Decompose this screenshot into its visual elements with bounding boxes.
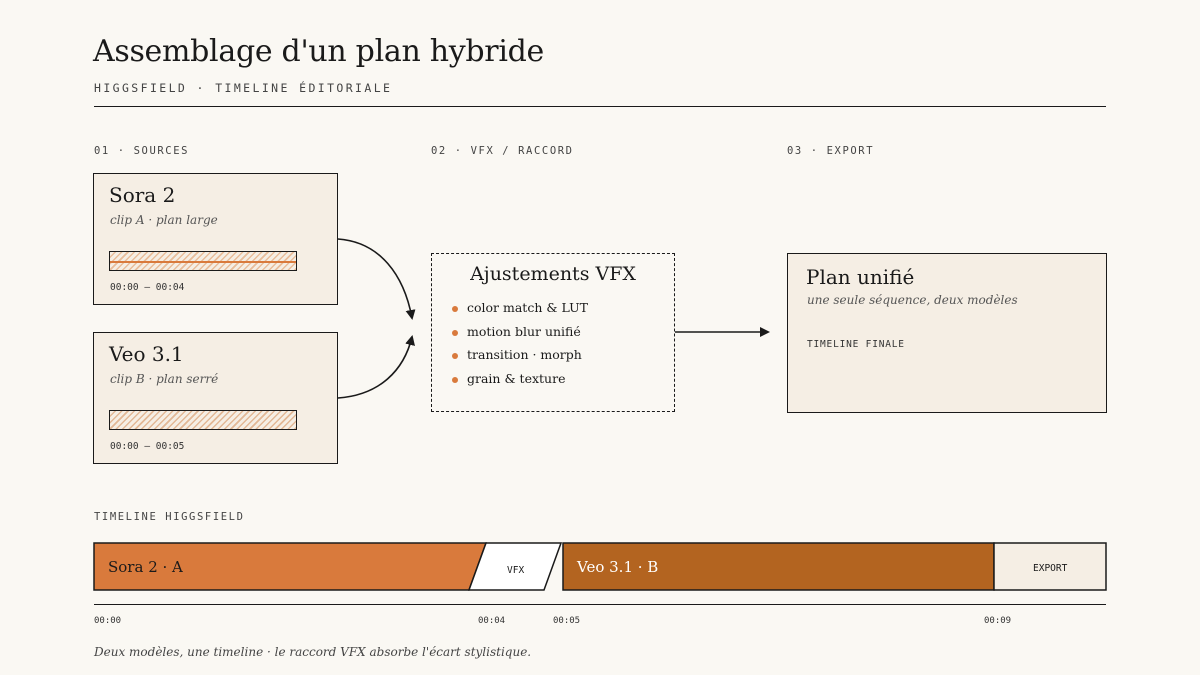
curved-arrow-icon xyxy=(337,238,416,320)
export-card[interactable]: Plan unifié une seule séquence, deux mod… xyxy=(787,253,1107,413)
source-card-title: Veo 3.1 xyxy=(109,342,184,366)
curved-arrow-icon xyxy=(337,335,415,399)
section-label-sources: 01 · SOURCES xyxy=(94,145,190,157)
source-card-subtitle: clip B · plan serré xyxy=(110,372,219,386)
timeline-axis xyxy=(94,604,1106,605)
export-subtitle: une seule séquence, deux modèles xyxy=(807,293,1018,307)
timeline-segment-label: VFX xyxy=(507,565,525,576)
bullet-dot-icon xyxy=(452,330,458,336)
clip-bar xyxy=(109,410,297,430)
title-divider xyxy=(94,106,1106,107)
vfx-item: transition · morph xyxy=(467,347,582,362)
export-title: Plan unifié xyxy=(806,265,915,289)
bullet-dot-icon xyxy=(452,353,458,359)
section-label-vfx: 02 · VFX / RACCORD xyxy=(431,145,574,157)
vfx-item: motion blur unifié xyxy=(467,324,581,339)
page-title: Assemblage d'un plan hybride xyxy=(93,34,544,69)
timeline-tick-label: 00:05 xyxy=(553,616,581,626)
page-subtitle: HIGGSFIELD · TIMELINE ÉDITORIALE xyxy=(94,81,393,95)
source-card-sora[interactable]: Sora 2 clip A · plan large 00:00 — 00:04 xyxy=(93,173,338,305)
caption: Deux modèles, une timeline · le raccord … xyxy=(94,645,532,659)
timeline-segment-label: Veo 3.1 · B xyxy=(577,558,659,576)
source-card-veo[interactable]: Veo 3.1 clip B · plan serré 00:00 — 00:0… xyxy=(93,332,338,464)
vfx-item: grain & texture xyxy=(467,371,566,386)
source-card-title: Sora 2 xyxy=(109,183,176,207)
export-tag: TIMELINE FINALE xyxy=(807,339,905,350)
vfx-title: Ajustements VFX xyxy=(470,263,636,285)
clip-timecode: 00:00 — 00:05 xyxy=(110,441,185,452)
timeline-segment-vfx xyxy=(467,542,563,591)
timeline-tick-label: 00:04 xyxy=(478,616,506,626)
timeline-segment-label: Sora 2 · A xyxy=(108,558,183,576)
timeline-label: TIMELINE HIGGSFIELD xyxy=(94,511,245,523)
source-card-subtitle: clip A · plan large xyxy=(110,213,218,227)
clip-timecode: 00:00 — 00:04 xyxy=(110,282,185,293)
bullet-dot-icon xyxy=(452,306,458,312)
timeline-segment-label: EXPORT xyxy=(1033,563,1068,574)
timeline-segment-export xyxy=(993,542,1107,591)
timeline-tick-label: 00:00 xyxy=(94,616,122,626)
section-label-export: 03 · EXPORT xyxy=(787,145,875,157)
timeline-track xyxy=(93,542,1107,591)
vfx-item: color match & LUT xyxy=(467,300,588,315)
clip-bar xyxy=(109,251,297,271)
bullet-dot-icon xyxy=(452,377,458,383)
vfx-adjustments-box[interactable]: Ajustements VFX color match & LUT motion… xyxy=(431,253,675,412)
timeline-tick-label: 00:09 xyxy=(984,616,1012,626)
